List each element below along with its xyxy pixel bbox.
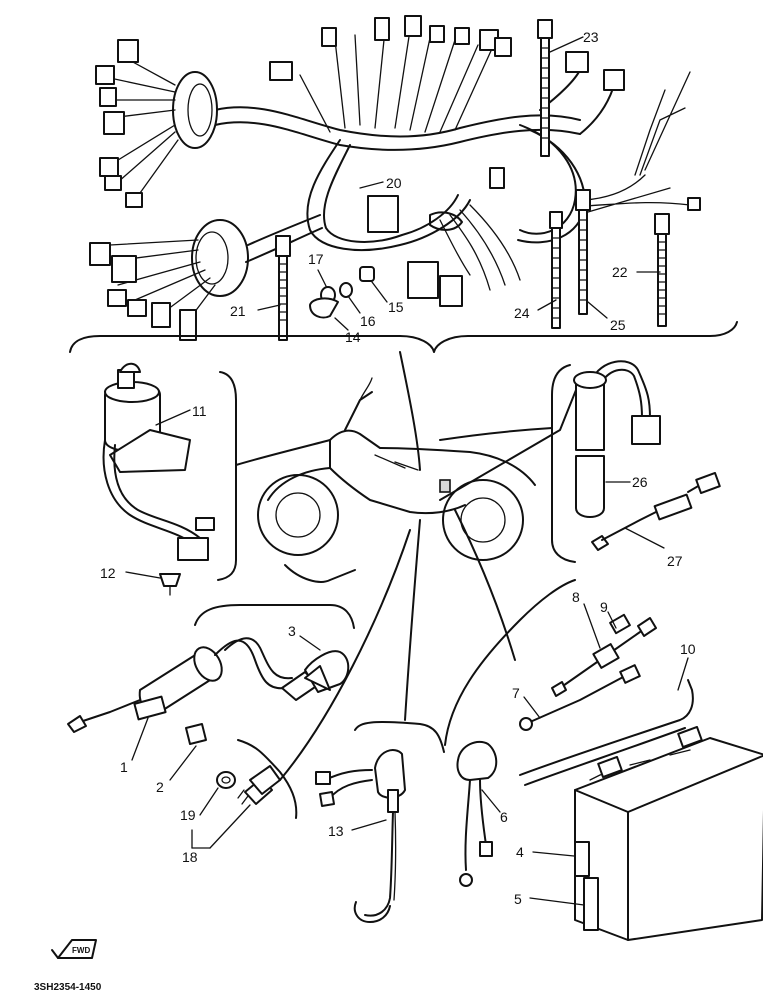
starter-relay-group bbox=[551, 360, 721, 563]
callout-4: 4 bbox=[516, 844, 524, 860]
neutral-lead-group bbox=[315, 721, 445, 923]
callout-19: 19 bbox=[180, 807, 196, 823]
upper-bracket bbox=[69, 321, 738, 353]
callout-numbers: 23 20 21 22 24 25 14 15 16 17 11 12 26 2… bbox=[100, 29, 696, 907]
cable-tie-25-icon bbox=[575, 189, 591, 315]
callout-6: 6 bbox=[500, 809, 508, 825]
cable-ties bbox=[275, 19, 670, 341]
callout-5: 5 bbox=[514, 891, 522, 907]
right-bracket bbox=[551, 364, 576, 563]
callout-18: 18 bbox=[182, 849, 198, 865]
callout-8: 8 bbox=[572, 589, 580, 605]
callout-leaders bbox=[125, 36, 689, 906]
reference-lines bbox=[279, 379, 581, 781]
callout-22: 22 bbox=[612, 264, 628, 280]
callout-9: 9 bbox=[600, 599, 608, 615]
callout-24: 24 bbox=[514, 305, 530, 321]
callout-2: 2 bbox=[156, 779, 164, 795]
motorcycle-silhouette bbox=[235, 351, 553, 561]
battery-group bbox=[444, 579, 763, 941]
cable-tie-24-icon bbox=[549, 211, 563, 329]
callout-11: 11 bbox=[192, 403, 207, 419]
callout-15: 15 bbox=[388, 299, 404, 315]
callout-16: 16 bbox=[360, 313, 376, 329]
cable-tie-22-icon bbox=[654, 213, 670, 327]
callout-1: 1 bbox=[120, 759, 128, 775]
cable-tie-21-icon bbox=[275, 235, 291, 341]
callout-20: 20 bbox=[386, 175, 402, 191]
callout-12: 12 bbox=[100, 565, 116, 581]
fwd-label: FWD bbox=[72, 946, 90, 955]
cable-tie-23-icon bbox=[537, 19, 553, 157]
left-bracket bbox=[217, 371, 237, 581]
callout-21: 21 bbox=[230, 303, 246, 319]
callout-3: 3 bbox=[288, 623, 296, 639]
callout-25: 25 bbox=[610, 317, 626, 333]
wire-harness-drawing bbox=[89, 15, 701, 341]
callout-23: 23 bbox=[583, 29, 599, 45]
main-switch-group bbox=[102, 362, 237, 596]
fwd-arrow-icon: FWD bbox=[51, 939, 97, 959]
callout-14: 14 bbox=[345, 329, 361, 345]
callout-7: 7 bbox=[512, 685, 520, 701]
callout-27: 27 bbox=[667, 553, 683, 569]
callout-17: 17 bbox=[308, 251, 324, 267]
callout-13: 13 bbox=[328, 823, 344, 839]
diagram-code: 3SH2354-1450 bbox=[34, 982, 102, 993]
neutral-switch-group bbox=[216, 739, 298, 819]
callout-10: 10 bbox=[680, 641, 696, 657]
callout-26: 26 bbox=[632, 474, 648, 490]
ignition-coil-group bbox=[67, 604, 355, 745]
clamp-parts bbox=[309, 266, 375, 319]
